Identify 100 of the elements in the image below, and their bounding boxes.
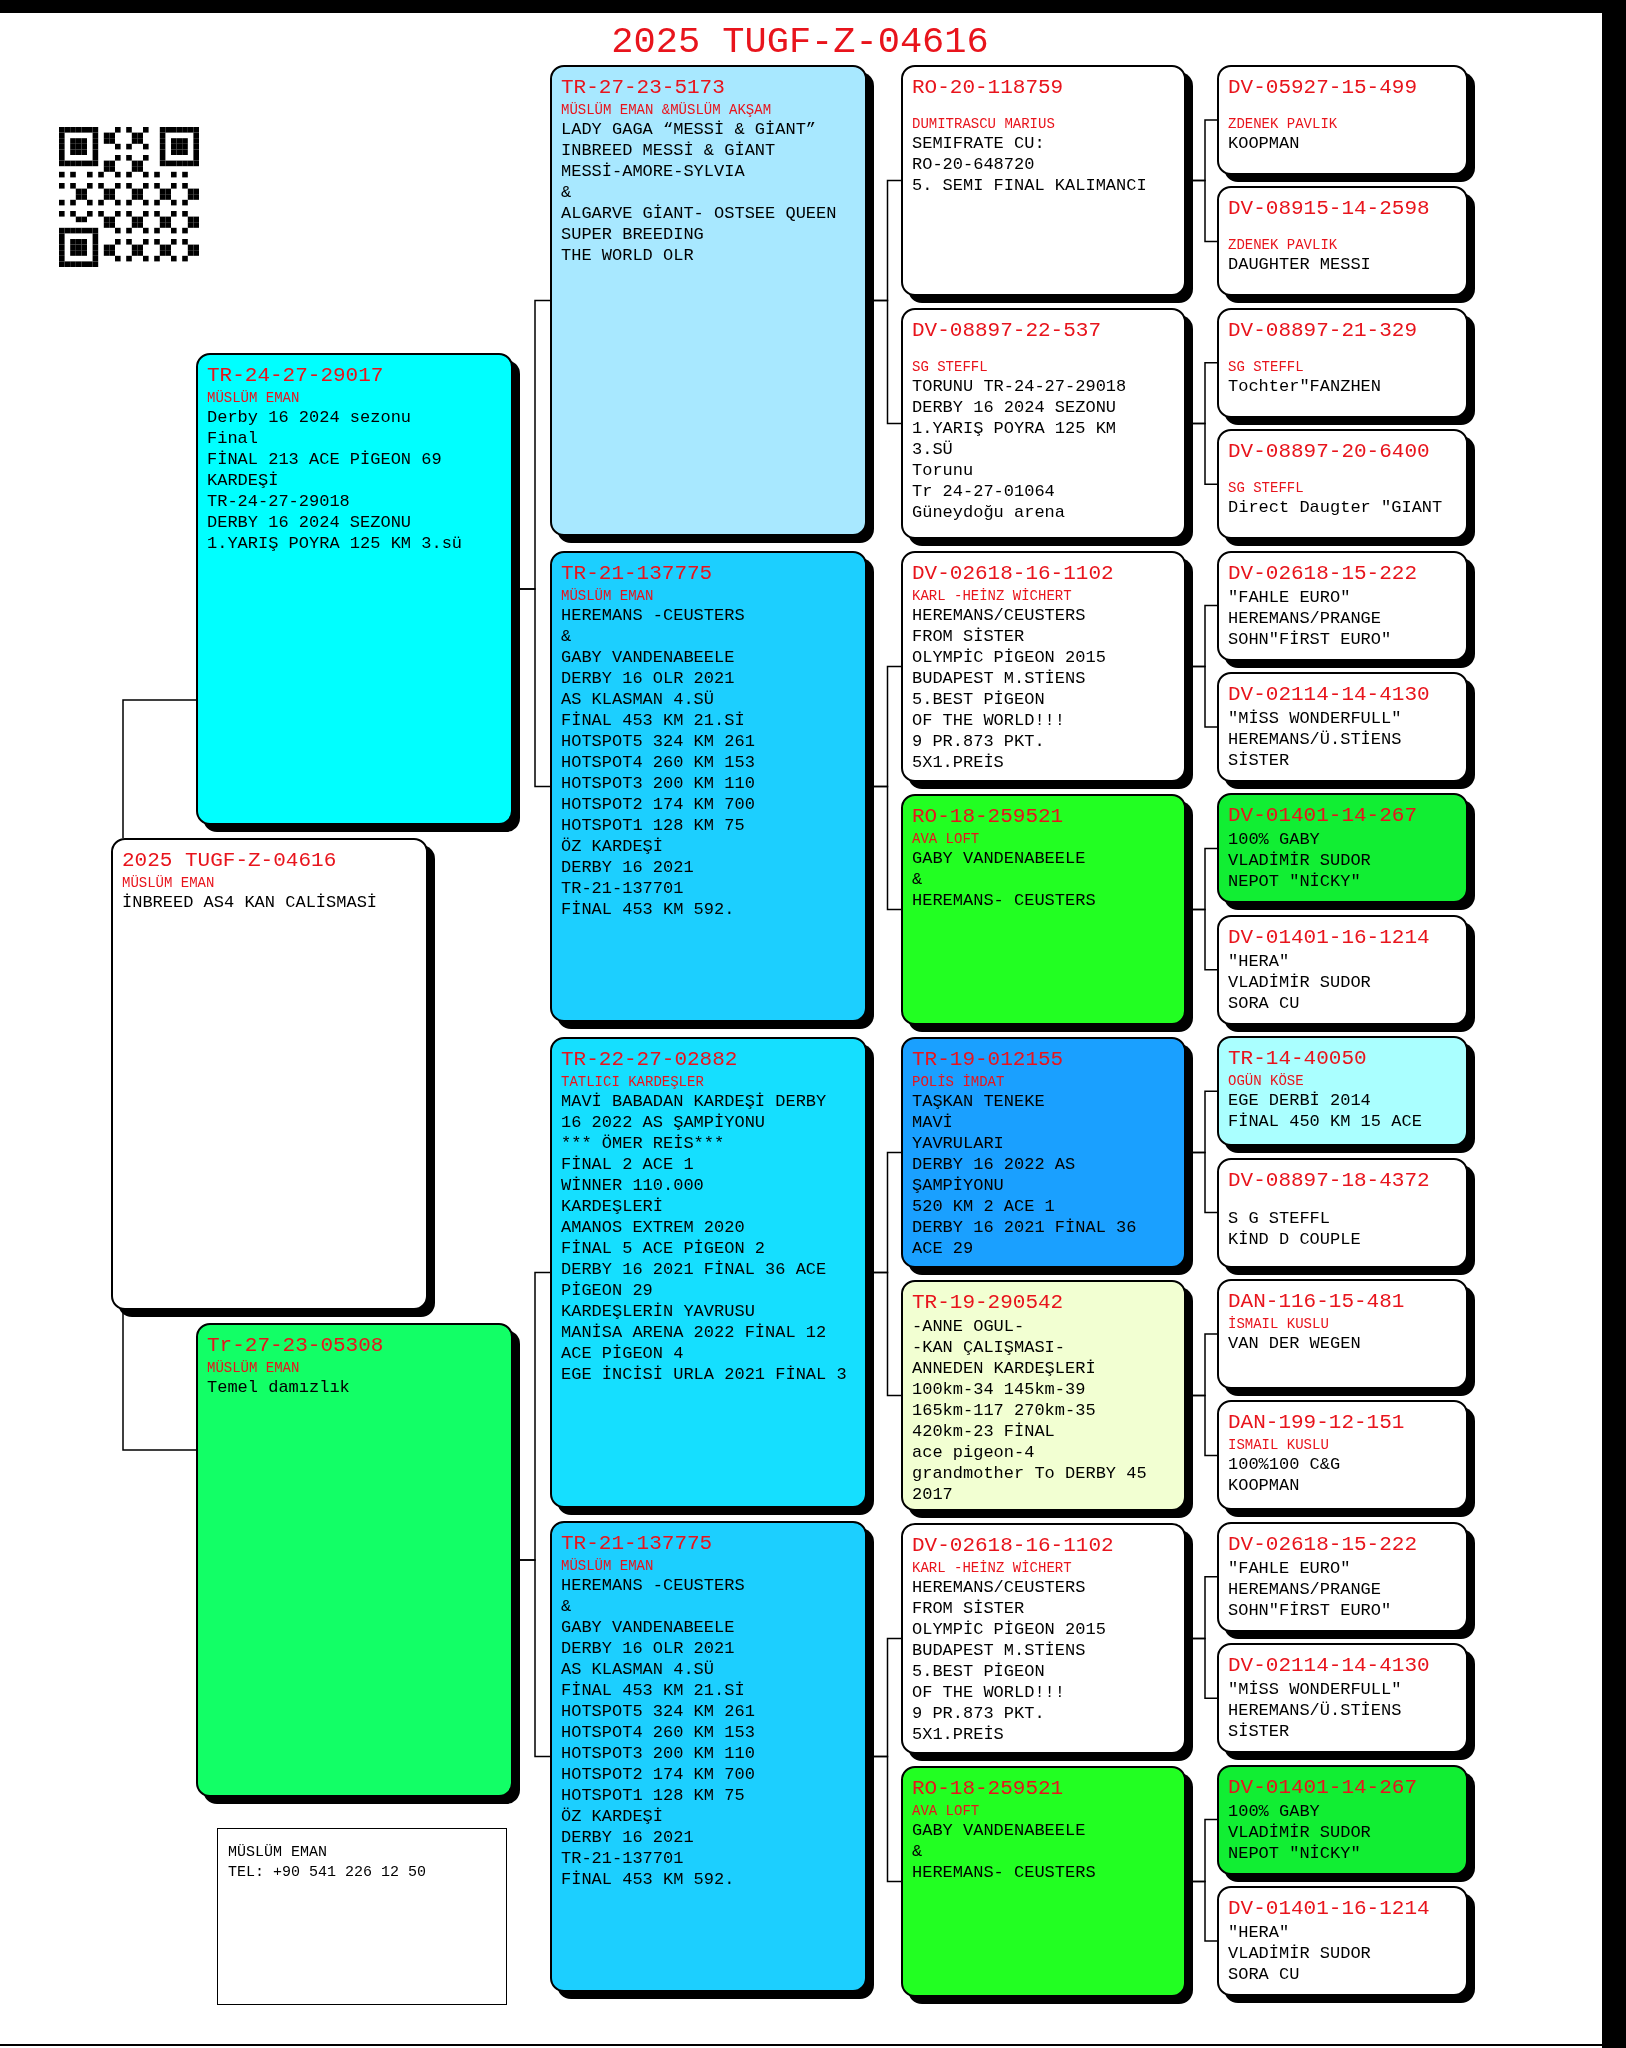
note-text: FİNAL 2 ACE 1 bbox=[561, 1154, 695, 1175]
note-text: TR-21-137701 bbox=[561, 878, 685, 899]
connector-line bbox=[1192, 1880, 1218, 1942]
ring-number: DV-01401-14-267 bbox=[1228, 1774, 1419, 1801]
note-text: *** ÖMER REİS*** bbox=[561, 1133, 726, 1154]
note-text: THE WORLD OLR bbox=[561, 245, 695, 266]
note-text: -KAN ÇALIŞMASI- bbox=[912, 1337, 1067, 1358]
ring-number: TR-24-27-29017 bbox=[207, 363, 385, 389]
owner-name: MÜSLÜM EMAN bbox=[207, 389, 301, 407]
note-text: Final bbox=[207, 428, 259, 449]
note-text: HEREMANS- CEUSTERS bbox=[912, 1862, 1097, 1883]
note-text: HEREMANS/Ü.STİENS bbox=[1228, 729, 1403, 750]
note-text: HOTSPOT3 200 KM 110 bbox=[561, 773, 756, 794]
note-text: OF THE WORLD!!! bbox=[912, 1682, 1067, 1703]
note-text: HEREMANS/CEUSTERS bbox=[912, 605, 1087, 626]
owner-name: AVA LOFT bbox=[912, 830, 981, 848]
note-text: 520 KM 2 ACE 1 bbox=[912, 1196, 1056, 1217]
note-text: AS KLASMAN 4.SÜ bbox=[561, 689, 716, 710]
note-text: FİNAL 213 ACE PİGEON 69 bbox=[207, 449, 443, 470]
note-text: Derby 16 2024 sezonu bbox=[207, 407, 413, 428]
note-text: FİNAL 450 KM 15 ACE bbox=[1228, 1111, 1423, 1133]
ring-number: DV-08897-21-329 bbox=[1228, 317, 1419, 344]
note-text: ÖZ KARDEŞİ bbox=[561, 1806, 665, 1827]
note-text: HOTSPOT5 324 KM 261 bbox=[561, 731, 756, 752]
note-text: SUPER BREEDING bbox=[561, 224, 705, 245]
note-text: DAUGHTER MESSI bbox=[1228, 254, 1372, 276]
note-text: Temel damızlık bbox=[207, 1377, 351, 1398]
note-text: MANİSA ARENA 2022 FİNAL 12 ACE PİGEON 4 bbox=[561, 1322, 828, 1364]
note-text: WİNNER 110.000 bbox=[561, 1175, 705, 1196]
connector-line bbox=[1192, 1394, 1218, 1457]
note-text: SİSTER bbox=[1228, 750, 1291, 771]
ring-number: TR-21-137775 bbox=[561, 1531, 714, 1557]
note-text: GABY VANDENABEELE bbox=[561, 647, 736, 668]
note-text: 9 PR.873 PKT. bbox=[912, 1703, 1046, 1724]
connector-line bbox=[873, 1755, 902, 1883]
note-text: HOTSPOT2 174 KM 700 bbox=[561, 1764, 756, 1785]
ring-number: DV-01401-14-267 bbox=[1228, 803, 1419, 830]
note-text: KARDEŞLERİN YAVRUSU bbox=[561, 1301, 756, 1322]
note-text: MÜSLÜM EMAN bbox=[228, 1843, 329, 1863]
note-text: DERBY 16 2021 bbox=[561, 857, 695, 878]
note-text: -ANNE OGUL- bbox=[912, 1316, 1026, 1337]
ring-number: TR-21-137775 bbox=[561, 561, 714, 587]
note-text: HOTSPOT2 174 KM 700 bbox=[561, 794, 756, 815]
note-text: HEREMANS -CEUSTERS bbox=[561, 1575, 746, 1596]
note-text: 165km-117 270km-35 bbox=[912, 1400, 1097, 1421]
note-text: GABY VANDENABEELE bbox=[561, 1617, 736, 1638]
owner-name: KARL -HEİNZ WİCHERT bbox=[912, 1559, 1073, 1577]
note-text: ÖZ KARDEŞİ bbox=[561, 836, 665, 857]
note-text: SEMIFRATE CU: bbox=[912, 133, 1046, 154]
note-text: FİNAL 453 KM 592. bbox=[561, 899, 736, 920]
note-text: TR-21-137701 bbox=[561, 1848, 685, 1869]
note-text: BUDAPEST M.STİENS bbox=[912, 668, 1087, 689]
owner-name: DUMITRASCU MARIUS bbox=[912, 115, 1056, 133]
note-text: Tochter″FANZHEN bbox=[1228, 375, 1383, 397]
note-text: HEREMANS -CEUSTERS bbox=[561, 605, 746, 626]
note-text: VLADİMİR SUDOR bbox=[1228, 1821, 1372, 1843]
ring-number: DV-08915-14-2598 bbox=[1228, 196, 1431, 223]
note-text: ″HERA″ bbox=[1228, 1922, 1291, 1943]
note-text: & bbox=[561, 182, 573, 203]
note-text: MAVİ BABADAN KARDEŞİ DERBY 16 2022 AS ŞAMPİYONU bbox=[561, 1091, 828, 1133]
note-text: FROM SİSTER bbox=[912, 1598, 1026, 1619]
note-text: YAVRULARI bbox=[912, 1133, 1005, 1154]
note-text: BUDAPEST M.STİENS bbox=[912, 1640, 1087, 1661]
note-text: HOTSPOT4 260 KM 153 bbox=[561, 752, 756, 773]
note-text: & bbox=[561, 626, 573, 647]
note-text: HEREMANS- CEUSTERS bbox=[912, 890, 1097, 911]
note-text: 100km-34 145km-39 bbox=[912, 1379, 1087, 1400]
note-text: SORA CU bbox=[1228, 1964, 1301, 1985]
note-text: DERBY 16 2021 FİNAL 36 ACE PİGEON 29 bbox=[561, 1259, 828, 1301]
note-text: 420km-23 FİNAL bbox=[912, 1421, 1056, 1442]
note-text: OLYMPİC PİGEON 2015 bbox=[912, 647, 1107, 668]
note-text: DERBY 16 OLR 2021 bbox=[561, 1638, 736, 1659]
ring-number: Tr-27-23-05308 bbox=[207, 1333, 385, 1359]
ring-number: TR-22-27-02882 bbox=[561, 1047, 739, 1073]
ring-number: 2025 TUGF-Z-04616 bbox=[122, 848, 338, 874]
note-text: 5. SEMI FINAL KALIMANCI bbox=[912, 175, 1148, 196]
note-text: ″FAHLE EURO″ bbox=[1228, 586, 1352, 608]
note-text: EGE İNCİSİ URLA 2021 FİNAL 3 bbox=[561, 1364, 848, 1385]
owner-name: AVA LOFT bbox=[912, 1802, 981, 1820]
note-text: GABY VANDENABEELE bbox=[912, 1820, 1087, 1841]
ring-number: RO-18-259521 bbox=[912, 1776, 1065, 1802]
note-text: 100% GABY bbox=[1228, 1800, 1321, 1822]
note-text: SOHN″FİRST EURO″ bbox=[1228, 1599, 1393, 1621]
note-text: SOHN″FİRST EURO″ bbox=[1228, 628, 1393, 650]
note-text: AS KLASMAN 4.SÜ bbox=[561, 1659, 716, 1680]
note-text: 5X1.PREİS bbox=[912, 752, 1005, 773]
note-text: ″MİSS WONDERFULL″ bbox=[1228, 708, 1403, 729]
note-text: DERBY 16 2024 SEZONU bbox=[207, 512, 413, 533]
note-text: 5X1.PREİS bbox=[912, 1724, 1005, 1745]
owner-name: MÜSLÜM EMAN bbox=[122, 874, 216, 892]
note-text: OF THE WORLD!!! bbox=[912, 710, 1067, 731]
connector-line bbox=[122, 699, 197, 839]
note-text: LADY GAGA “MESSİ & GİANT” bbox=[561, 119, 818, 140]
ring-number: RO-20-118759 bbox=[912, 75, 1065, 101]
ring-number: DV-02618-16-1102 bbox=[912, 561, 1115, 587]
note-text: SORA CU bbox=[1228, 992, 1301, 1014]
owner-name: SG STEFFL bbox=[1228, 479, 1305, 498]
note-text: AMANOS EXTREM 2020 bbox=[561, 1217, 746, 1238]
owner-name: ZDENEK PAVLIK bbox=[1228, 115, 1339, 133]
note-text: HEREMANS/PRANGE bbox=[1228, 607, 1383, 629]
